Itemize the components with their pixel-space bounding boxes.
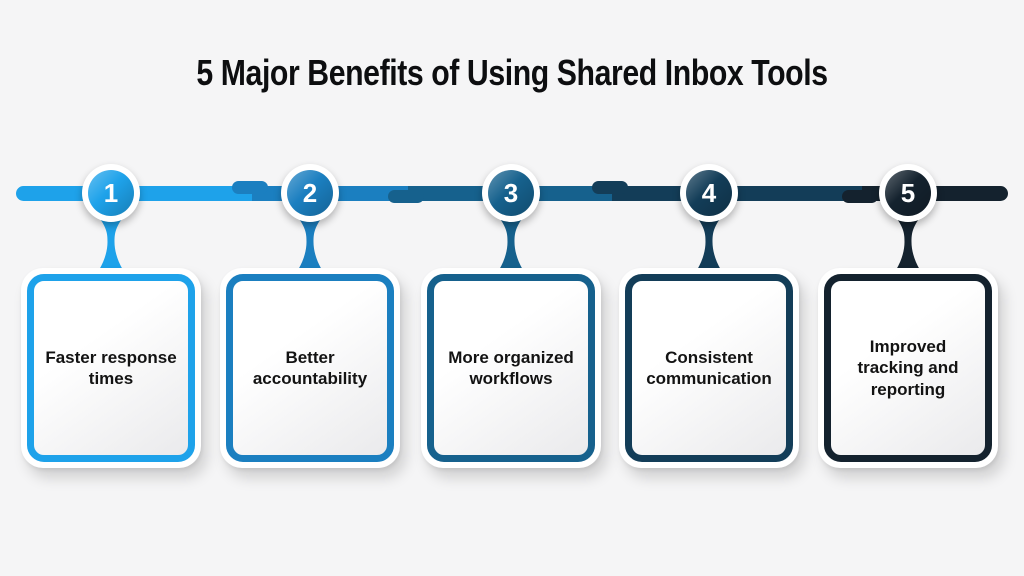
timeline-dash [842,190,878,203]
connector-stem [98,216,124,270]
step-number: 3 [488,170,534,216]
step-circle: 2 [281,164,339,222]
benefit-label: Faster response times [45,347,177,388]
benefit-label: More organized workflows [448,347,574,388]
benefit-card-face: Better accountability [226,274,394,462]
connector-stem [696,216,722,270]
step-column-2: 2 Better accountability [220,164,400,474]
step-circle: 1 [82,164,140,222]
benefit-card: Faster response times [21,268,201,468]
benefit-card-face: Faster response times [27,274,195,462]
connector-stem [498,216,524,270]
benefit-card: Better accountability [220,268,400,468]
step-circle: 5 [879,164,937,222]
step-number: 1 [88,170,134,216]
benefit-label: Better accountability [252,347,368,388]
timeline-dash [388,190,424,203]
step-column-1: 1 Faster response times [21,164,201,474]
connector-stem [297,216,323,270]
benefit-card: More organized workflows [421,268,601,468]
step-column-4: 4 Consistent communication [619,164,799,474]
timeline-dash [232,181,268,194]
infographic-title: 5 Major Benefits of Using Shared Inbox T… [196,52,828,93]
benefit-card-face: Improved tracking and reporting [824,274,992,462]
step-circle: 3 [482,164,540,222]
benefit-label: Improved tracking and reporting [857,337,959,399]
connector-stem [895,216,921,270]
step-number: 4 [686,170,732,216]
benefit-card-face: Consistent communication [625,274,793,462]
step-number: 5 [885,170,931,216]
step-number: 2 [287,170,333,216]
benefit-label: Consistent communication [646,347,772,388]
benefit-card-face: More organized workflows [427,274,595,462]
step-circle: 4 [680,164,738,222]
timeline-dash [592,181,628,194]
step-column-3: 3 More organized workflows [421,164,601,474]
benefit-card: Consistent communication [619,268,799,468]
benefit-card: Improved tracking and reporting [818,268,998,468]
step-column-5: 5 Improved tracking and reporting [818,164,998,474]
